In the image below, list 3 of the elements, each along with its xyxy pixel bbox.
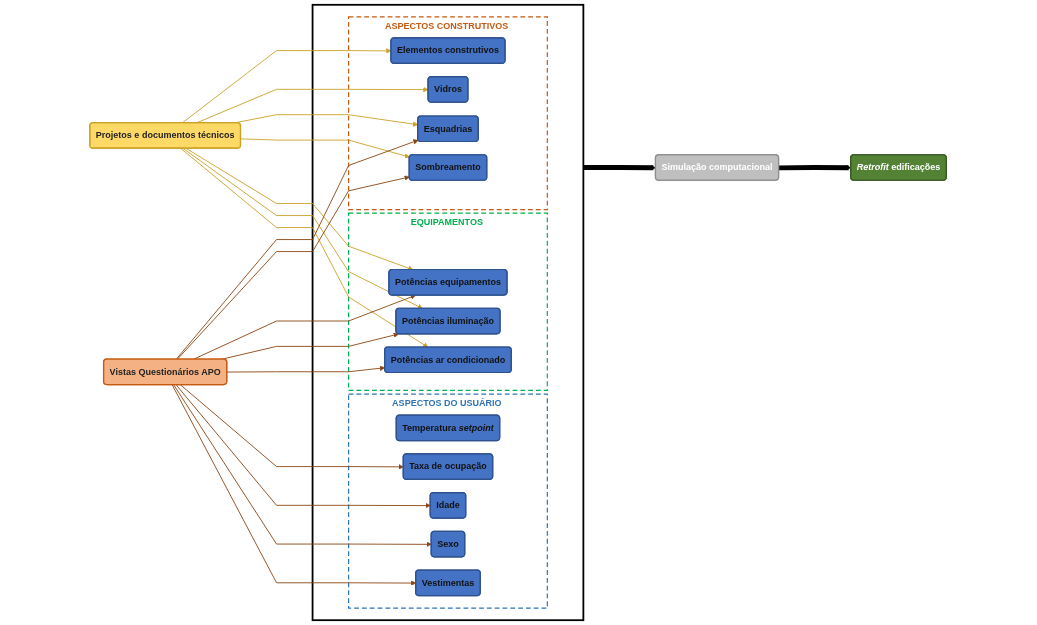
- cluster: [312, 3, 585, 622]
- arrow: [779, 165, 852, 171]
- arrow: [583, 165, 657, 171]
